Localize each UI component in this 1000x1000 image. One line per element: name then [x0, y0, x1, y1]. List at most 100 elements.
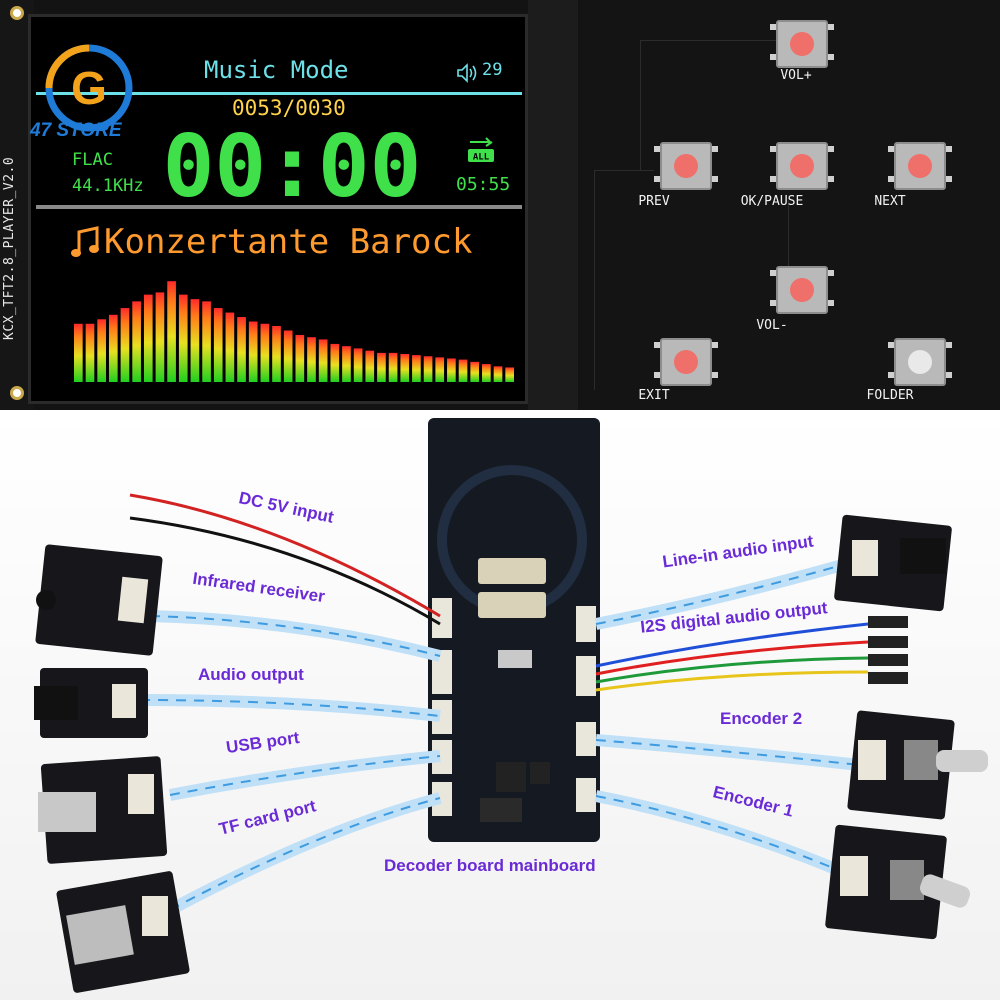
spectrum-bar [400, 354, 410, 382]
ribbon-stripes [139, 615, 441, 911]
spectrum-bar [330, 343, 340, 382]
speaker-icon [457, 63, 477, 83]
encoder1-module [825, 824, 971, 940]
button-pin [942, 372, 952, 378]
spectrum-bar [190, 299, 200, 382]
spectrum-bar [225, 312, 235, 382]
spectrum-bar [120, 308, 130, 382]
button-cap[interactable] [674, 154, 698, 178]
decoder-mainboard [428, 418, 600, 842]
button-pin [824, 54, 834, 60]
ribbon-stripes-right [595, 559, 861, 876]
button-pin [888, 146, 898, 152]
spectrum-bar [272, 326, 281, 382]
pcb-trace [594, 170, 596, 390]
repeat-badge: ALL [473, 153, 490, 163]
spectrum-bar [458, 359, 468, 382]
dc-black-wire [129, 516, 441, 626]
mode-divider [36, 92, 522, 95]
sample-rate: 44.1KHz [72, 176, 144, 196]
button-pin [654, 146, 664, 152]
label-audio-output: Audio output [198, 665, 304, 684]
i2s-wires [595, 622, 869, 692]
button-label-exit: EXIT [638, 388, 670, 403]
mounting-hole [10, 6, 24, 20]
button-pin [942, 176, 952, 182]
encoder2-module [847, 710, 988, 820]
button-cap[interactable] [908, 350, 932, 374]
button-cap[interactable] [790, 278, 814, 302]
pcb-trace [640, 40, 642, 170]
playback-time-text: 00:00 [163, 117, 422, 217]
button-pin [770, 176, 780, 182]
button-pin [770, 54, 780, 60]
button-cap[interactable] [908, 154, 932, 178]
logo-letter: G [71, 62, 107, 114]
board-silkscreen-label: KCX_TFT2.8_PLAYER_V2.0 [2, 156, 17, 340]
button-vol-up[interactable] [770, 16, 834, 72]
spectrum-bar [365, 350, 375, 382]
spectrum-bar [213, 308, 223, 382]
spectrum-bar [318, 339, 328, 382]
audio-output-module [34, 668, 148, 738]
spectrum-bar [493, 366, 503, 382]
line-in-module [834, 514, 952, 612]
button-pin [824, 24, 834, 30]
button-label-prev: PREV [638, 194, 670, 209]
label-mainboard: Decoder board mainboard [384, 856, 596, 875]
store-name: 47 STORE [30, 120, 122, 141]
spectrum-bar [167, 281, 176, 382]
spectrum-bar [342, 346, 351, 382]
spectrum-bar [108, 314, 118, 382]
button-pin [770, 146, 780, 152]
button-cap[interactable] [790, 32, 814, 56]
display-module-photo: KCX_TFT2.8_PLAYER_V2.0 Music Mode 29 005… [0, 0, 1000, 410]
button-cap[interactable] [790, 154, 814, 178]
button-housing [894, 142, 946, 190]
spectrum-bar [283, 330, 293, 382]
spectrum-bar [505, 367, 514, 382]
button-pin [888, 176, 898, 182]
button-ok-pause[interactable] [770, 138, 834, 194]
button-pin [708, 146, 718, 152]
track-counter: 0053/0030 [232, 96, 346, 120]
button-pin [824, 176, 834, 182]
button-label-ok-pause: OK/PAUSE [740, 194, 804, 209]
infrared-module [35, 544, 163, 656]
lcd-connector-rail [528, 0, 578, 410]
button-pin [942, 146, 952, 152]
button-label-next: NEXT [874, 194, 906, 209]
button-pin [654, 176, 664, 182]
button-next[interactable] [888, 138, 952, 194]
button-cap[interactable] [674, 350, 698, 374]
button-pin [654, 342, 664, 348]
spectrum-bar [470, 361, 480, 382]
spectrum-visualizer [74, 281, 514, 382]
button-pin [770, 270, 780, 276]
spectrum-bar [237, 317, 246, 382]
button-exit[interactable] [654, 334, 718, 390]
spectrum-bar [482, 364, 491, 382]
pcb-trace [594, 170, 654, 172]
pcb-trace [640, 40, 780, 42]
clock: 05:55 [456, 174, 511, 195]
spectrum-bar [97, 319, 106, 382]
label-encoder2: Encoder 2 [720, 709, 803, 728]
spectrum-bar [307, 337, 316, 382]
button-vol-down[interactable] [770, 262, 834, 318]
spectrum-bar [423, 356, 433, 382]
spectrum-bar [260, 323, 270, 382]
button-pin [770, 300, 780, 306]
button-prev[interactable] [654, 138, 718, 194]
repeat-all-icon: ALL [468, 137, 494, 163]
spectrum-bar [132, 301, 141, 382]
button-pin [708, 342, 718, 348]
spectrum-bar [353, 348, 363, 382]
volume-level: 29 [482, 60, 503, 80]
button-folder[interactable] [888, 334, 952, 390]
button-pin [888, 372, 898, 378]
dupont-connectors [868, 616, 908, 684]
store-logo-icon: G [45, 44, 133, 132]
button-label-vol-up: VOL+ [780, 68, 812, 83]
